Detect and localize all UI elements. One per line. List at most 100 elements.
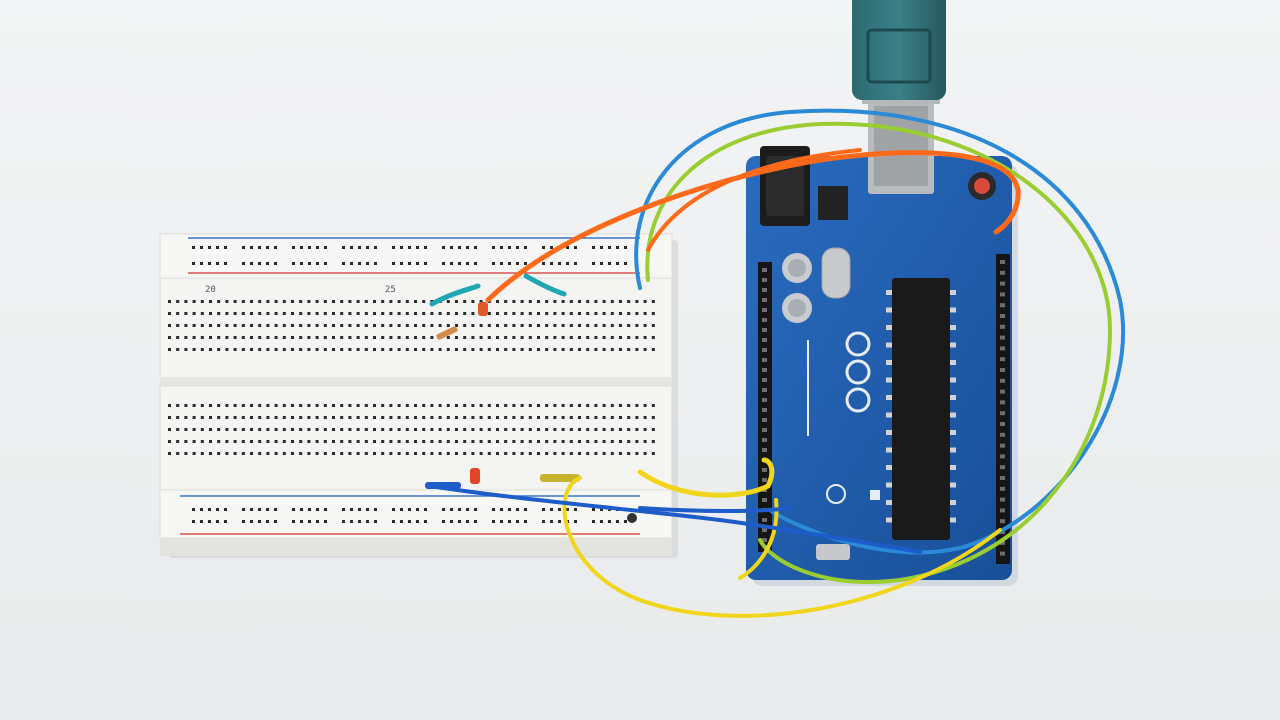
breadboard-hole bbox=[627, 348, 631, 351]
breadboard-hole bbox=[553, 416, 557, 419]
breadboard-hole bbox=[430, 440, 434, 443]
breadboard-hole bbox=[508, 246, 511, 249]
breadboard-hole bbox=[208, 520, 211, 523]
breadboard-hole bbox=[381, 416, 385, 419]
breadboard-hole bbox=[225, 428, 229, 431]
breadboard-hole bbox=[274, 312, 278, 315]
breadboard-hole bbox=[627, 440, 631, 443]
breadboard-hole bbox=[258, 404, 262, 407]
breadboard-hole bbox=[545, 336, 549, 339]
breadboard-hole bbox=[528, 312, 532, 315]
breadboard-hole bbox=[274, 508, 277, 511]
breadboard-hole bbox=[594, 452, 598, 455]
breadboard-hole bbox=[315, 416, 319, 419]
breadboard-hole bbox=[224, 262, 227, 265]
breadboard-hole bbox=[200, 312, 204, 315]
breadboard-hole bbox=[446, 440, 450, 443]
breadboard-hole bbox=[217, 312, 221, 315]
breadboard-hole bbox=[446, 416, 450, 419]
breadboard-hole bbox=[374, 520, 377, 523]
breadboard-hole bbox=[627, 300, 631, 303]
breadboard-hole bbox=[635, 336, 639, 339]
breadboard-hole bbox=[307, 416, 311, 419]
breadboard-hole bbox=[250, 440, 253, 443]
breadboard-hole bbox=[496, 300, 499, 303]
breadboard-hole bbox=[508, 262, 511, 265]
breadboard-hole bbox=[586, 348, 590, 351]
header-pin bbox=[762, 408, 767, 412]
breadboard-hole bbox=[316, 520, 319, 523]
breadboard-hole bbox=[292, 246, 295, 249]
breadboard-hole bbox=[553, 452, 557, 455]
breadboard-hole bbox=[471, 452, 475, 455]
breadboard-hole bbox=[463, 300, 467, 303]
led-component bbox=[478, 302, 488, 316]
breadboard-hole bbox=[561, 348, 565, 351]
header-pin bbox=[1000, 551, 1005, 556]
breadboard-hole bbox=[487, 404, 491, 407]
breadboard-hole bbox=[340, 348, 344, 351]
wire-green-loop bbox=[645, 121, 1113, 584]
chip-leg bbox=[886, 465, 892, 470]
breadboard-hole bbox=[192, 336, 196, 339]
breadboard-hole bbox=[643, 452, 647, 455]
breadboard-hole bbox=[176, 348, 180, 351]
header-pin bbox=[762, 288, 767, 292]
breadboard-hole bbox=[492, 262, 495, 265]
breadboard-hole bbox=[258, 262, 261, 265]
breadboard-hole bbox=[496, 440, 499, 443]
breadboard-hole bbox=[192, 508, 195, 511]
breadboard-hole bbox=[528, 416, 532, 419]
breadboard-hole bbox=[315, 312, 319, 315]
breadboard-hole bbox=[250, 312, 253, 315]
breadboard-hole bbox=[258, 312, 262, 315]
breadboard-hole bbox=[241, 348, 245, 351]
breadboard-hole bbox=[643, 312, 647, 315]
breadboard-hole bbox=[651, 416, 655, 419]
breadboard-hole bbox=[291, 348, 294, 351]
breadboard-hole bbox=[366, 262, 369, 265]
breadboard-hole bbox=[520, 348, 524, 351]
breadboard-hole bbox=[242, 262, 245, 265]
breadboard-hole bbox=[332, 452, 335, 455]
breadboard-hole bbox=[216, 508, 219, 511]
breadboard-hole bbox=[397, 452, 401, 455]
breadboard-hole bbox=[292, 508, 295, 511]
breadboard-hole bbox=[299, 440, 303, 443]
breadboard-hole bbox=[233, 300, 237, 303]
breadboard-hole bbox=[643, 404, 647, 407]
breadboard-hole bbox=[455, 312, 458, 315]
breadboard-hole bbox=[651, 312, 655, 315]
breadboard-hole bbox=[397, 312, 401, 315]
breadboard-hole bbox=[520, 300, 524, 303]
breadboard-hole bbox=[414, 416, 417, 419]
breadboard-hole bbox=[586, 312, 590, 315]
header-pin bbox=[1000, 476, 1005, 480]
breadboard-hole bbox=[282, 348, 286, 351]
breadboard-hole bbox=[578, 312, 581, 315]
breadboard-hole bbox=[192, 440, 196, 443]
header-pin bbox=[762, 398, 767, 402]
breadboard-hole bbox=[610, 348, 614, 351]
breadboard-hole bbox=[414, 324, 417, 327]
breadboard-hole bbox=[610, 404, 614, 407]
breadboard-hole bbox=[332, 312, 335, 315]
breadboard-hole bbox=[356, 348, 360, 351]
arduino-board bbox=[746, 98, 1018, 586]
header-pin bbox=[762, 318, 767, 322]
breadboard-hole bbox=[479, 300, 483, 303]
chip-leg bbox=[886, 447, 892, 453]
breadboard-hole bbox=[643, 324, 647, 327]
breadboard-hole bbox=[438, 428, 442, 431]
breadboard-hole bbox=[192, 428, 196, 431]
breadboard-hole bbox=[356, 404, 360, 407]
breadboard-hole bbox=[200, 508, 203, 511]
breadboard-hole bbox=[397, 300, 401, 303]
breadboard-hole bbox=[242, 508, 245, 511]
breadboard-hole bbox=[233, 440, 237, 443]
header-pin bbox=[762, 358, 767, 362]
breadboard-hole bbox=[512, 440, 516, 443]
breadboard-hole bbox=[307, 324, 311, 327]
breadboard-hole bbox=[466, 262, 469, 265]
breadboard-hole bbox=[487, 416, 491, 419]
